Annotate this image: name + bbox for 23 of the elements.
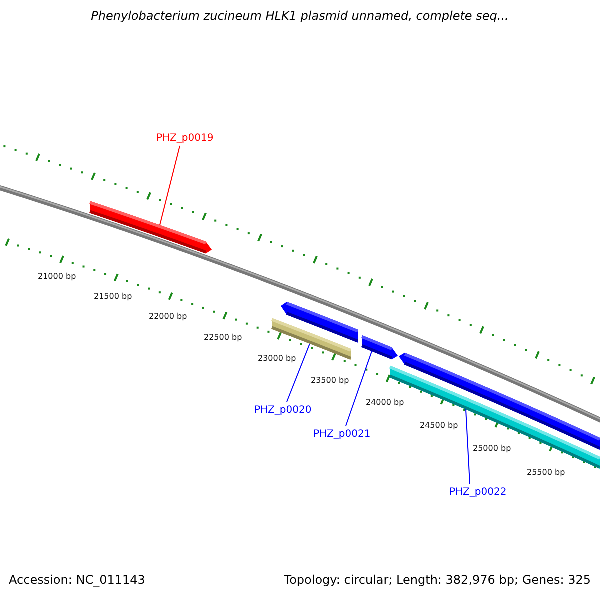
gene-feature [361, 335, 398, 360]
scale-label: 24000 bp [366, 398, 404, 408]
title: Phenylobacterium zucineum HLK1 plasmid unnamed, complete seq... [90, 10, 510, 24]
scale-label: 22500 bp [204, 334, 242, 342]
footer-text: Accession: NC_011143 [9, 574, 146, 588]
scale-label: 24500 bp [420, 422, 458, 430]
scale-label: 23500 bp [311, 376, 350, 386]
scale-label: 25500 bp [527, 468, 566, 478]
gene-feature [90, 201, 212, 254]
footer-text: Topology: circular; Length: 382,976 bp; Genes: 325 [284, 574, 591, 588]
scale-label: 23000 bp [258, 354, 296, 364]
scale-label: 21000 bp [38, 272, 76, 282]
gene-label: PHZ_p0021 [314, 428, 371, 440]
gene-label: PHZ_p0022 [450, 486, 507, 498]
leader-line [346, 350, 372, 426]
scale-label: 25000 bp [473, 444, 512, 454]
gene-bar [389, 366, 600, 469]
gene-label: PHZ_p0020 [254, 404, 312, 416]
leader-line [160, 146, 180, 226]
gene-label: PHZ_p0019 [156, 132, 214, 144]
leader-line [466, 409, 470, 484]
scale-label: 22000 bp [149, 312, 188, 322]
scale-label: 21500 bp [94, 292, 132, 302]
